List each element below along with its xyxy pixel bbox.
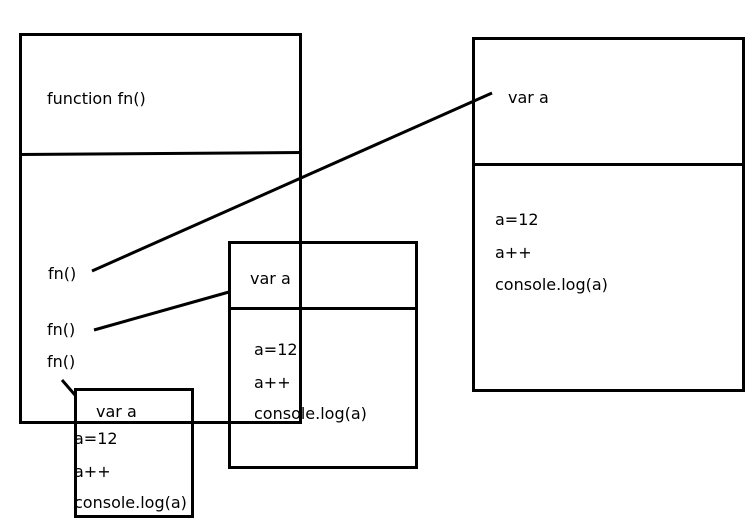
scope-right-line-1: a=12 <box>495 210 539 229</box>
scope-bottom-line-2: a++ <box>74 462 111 481</box>
scope-middle-header: var a <box>250 269 291 288</box>
scope-bottom-header: var a <box>96 402 137 421</box>
scope-right-header: var a <box>508 88 549 107</box>
scope-bottom-line-3: console.log(a) <box>74 493 187 512</box>
connector-call-1-to-right-scope <box>91 91 493 273</box>
scope-middle-line-3: console.log(a) <box>254 404 367 423</box>
scope-box-middle <box>228 241 418 469</box>
scope-right-line-3: console.log(a) <box>495 275 608 294</box>
function-declaration-label: function fn() <box>47 89 146 108</box>
connector-call-2-to-middle-scope <box>93 290 230 332</box>
fn-call-3: fn() <box>47 352 76 371</box>
connector-call-3-to-bottom-scope <box>60 379 77 396</box>
scope-box-middle-divider <box>228 307 418 310</box>
function-box <box>19 33 302 424</box>
scope-middle-line-1: a=12 <box>254 340 298 359</box>
fn-call-2: fn() <box>47 320 76 339</box>
scope-middle-line-2: a++ <box>254 373 291 392</box>
fn-call-1: fn() <box>48 264 77 283</box>
scope-box-right-divider <box>472 163 745 166</box>
scope-box-right <box>472 37 745 392</box>
scope-bottom-line-1: a=12 <box>74 429 118 448</box>
scope-right-line-2: a++ <box>495 243 532 262</box>
scope-box-bottom <box>74 388 194 518</box>
